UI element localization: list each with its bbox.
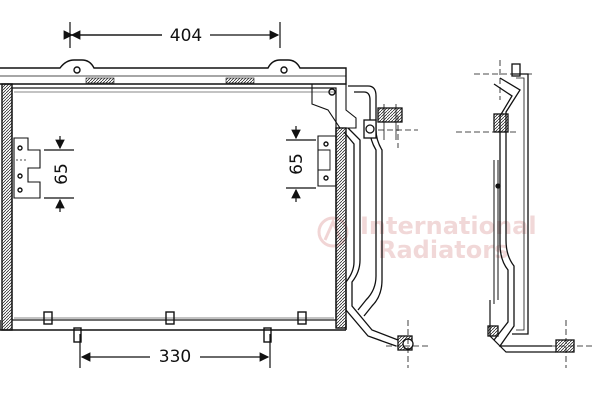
inlet-block: [311, 83, 357, 129]
side-pipe-fitting: [493, 113, 509, 133]
watermark-line-1: International: [360, 212, 537, 240]
right-side-tank: [335, 127, 347, 329]
watermark-line-2: Radiators: [378, 236, 508, 264]
condenser-side-view: [456, 60, 592, 368]
top-rail: [0, 59, 347, 85]
dimension-right-bracket: [286, 126, 316, 202]
dimension-left-bracket-label: 65: [52, 163, 72, 185]
dimension-bottom-label: 330: [159, 347, 191, 367]
left-mounting-bracket: [13, 137, 41, 199]
left-side-tank: [1, 83, 13, 331]
dimension-top-label: 404: [170, 26, 202, 46]
watermark: International Radiators: [317, 212, 537, 264]
bottom-rail: [0, 320, 347, 331]
dimension-right-bracket-label: 65: [287, 153, 307, 175]
condenser-front-view: [0, 59, 357, 343]
refrigerant-pipes: [343, 85, 430, 368]
dimension-bottom: [79, 334, 271, 368]
right-mounting-bracket: [317, 135, 337, 187]
dimension-left-bracket: [44, 136, 74, 212]
dimension-top: [63, 22, 281, 48]
